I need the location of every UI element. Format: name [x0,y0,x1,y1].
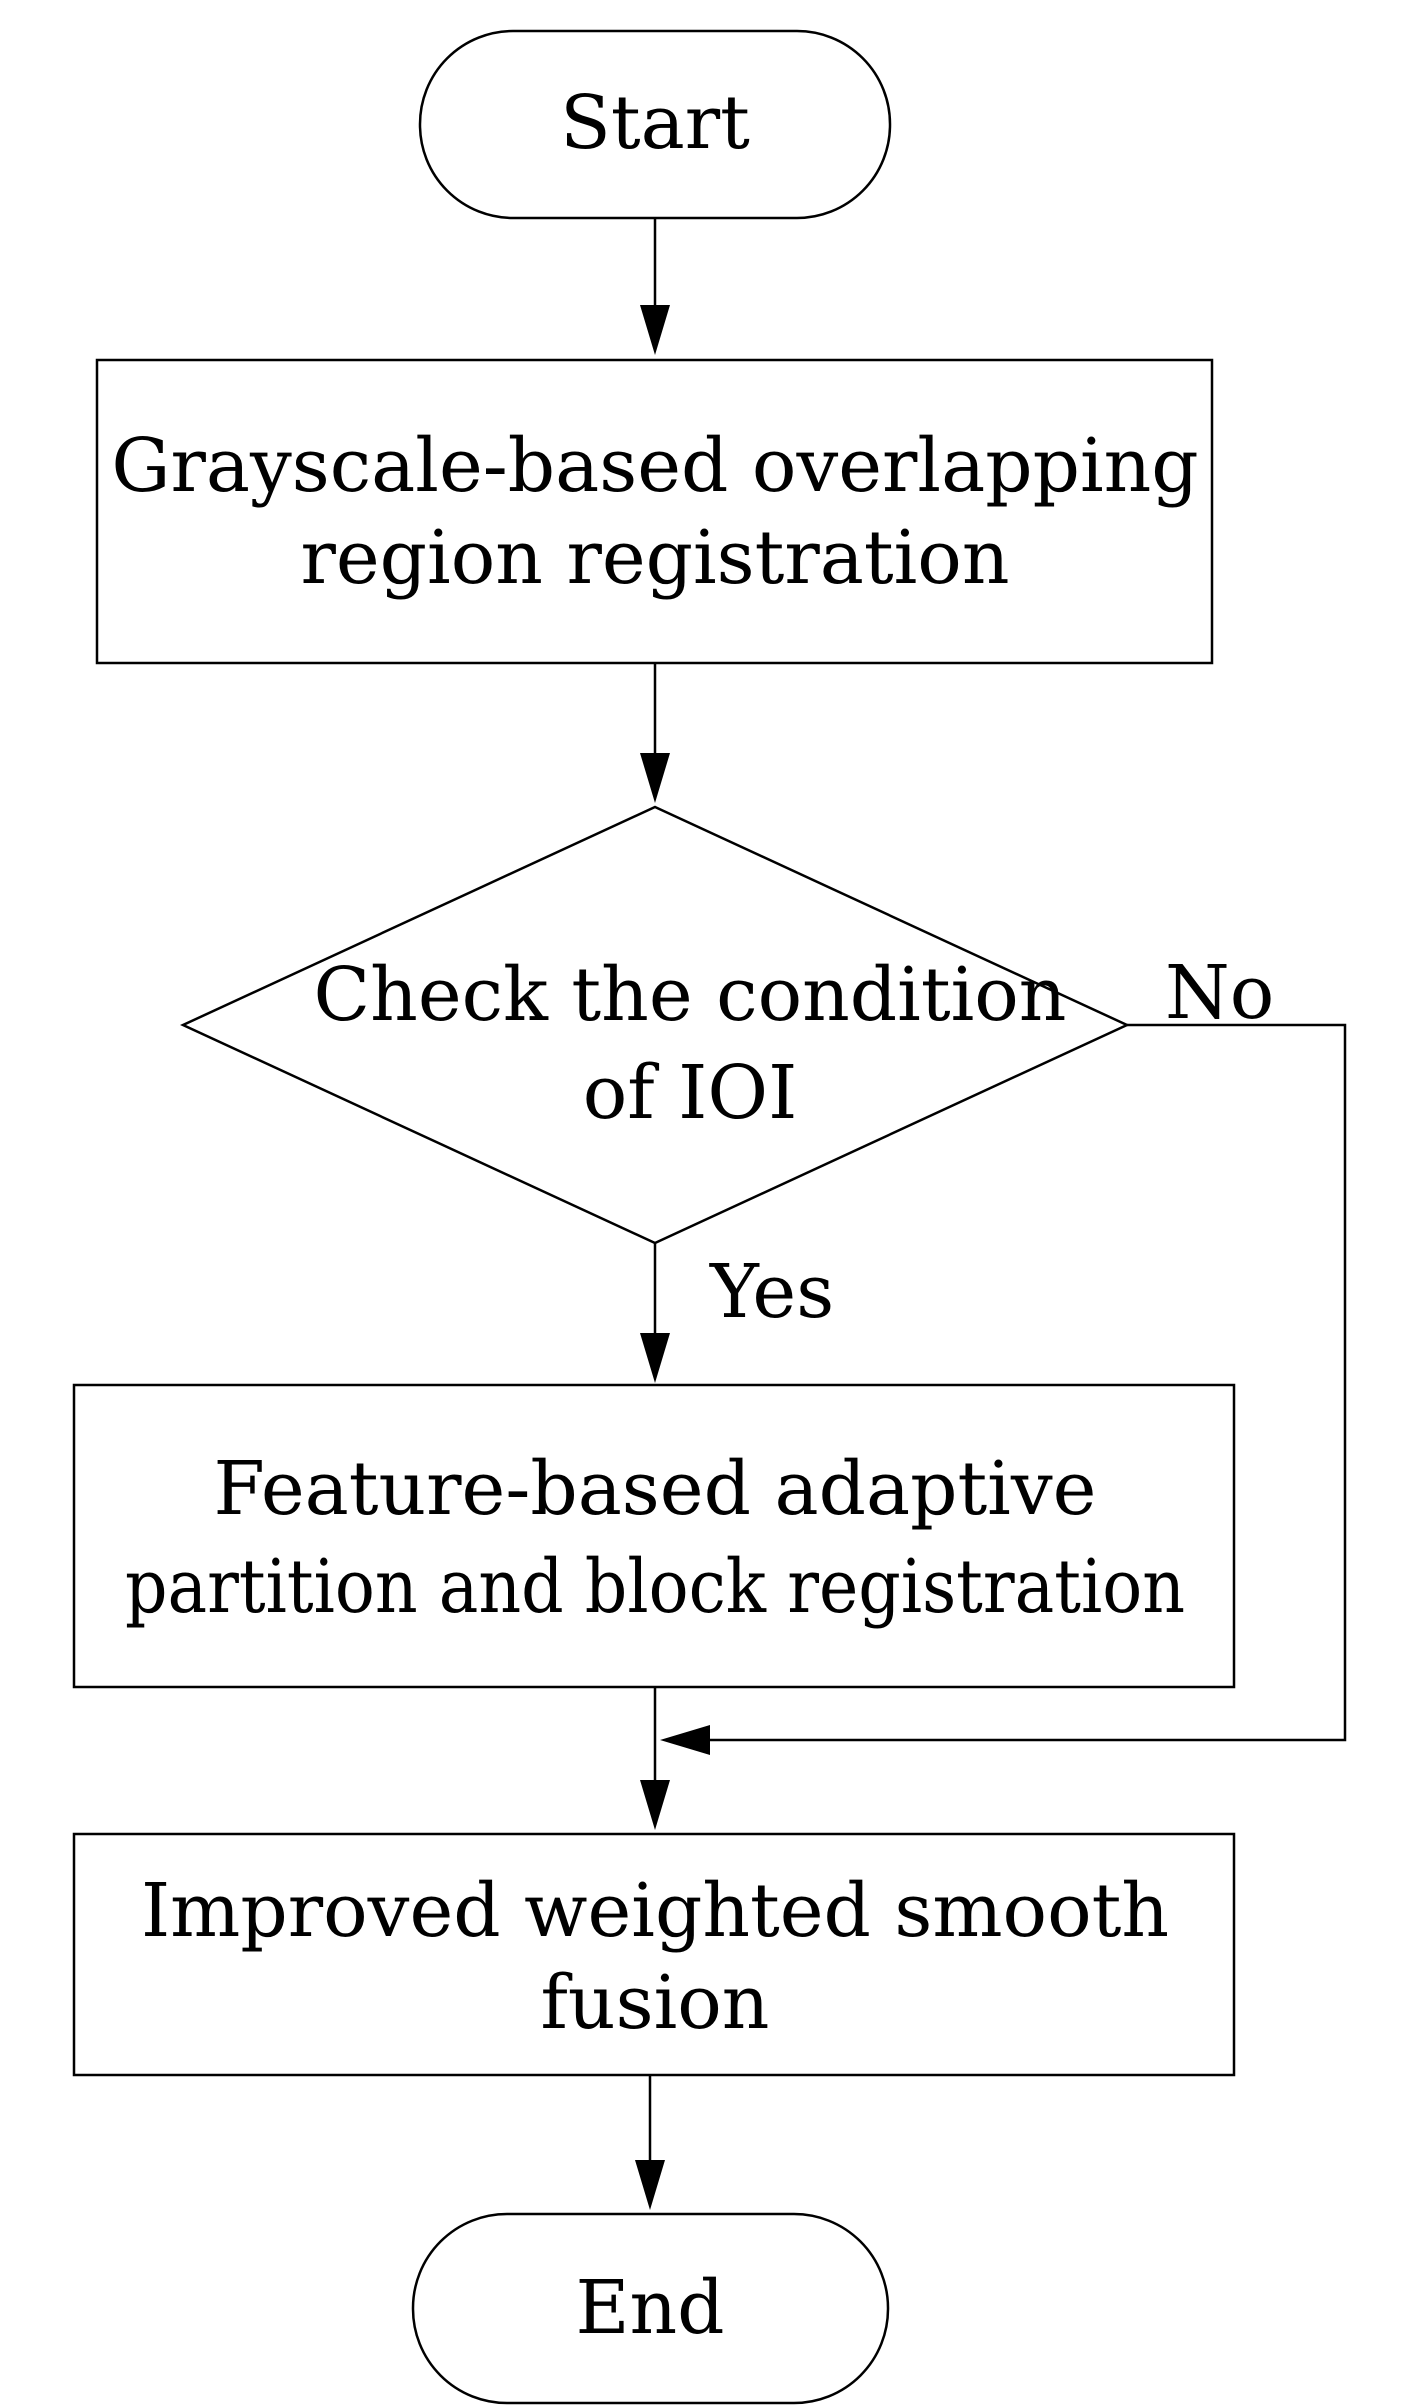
ioi-decision-line2: of IOI [583,1050,798,1136]
start-label: Start [560,80,750,166]
grayscale-registration-box [95,358,1214,665]
ioi-decision-line1: Check the condition [314,952,1067,1038]
arrow-fusion-to-end [635,2075,665,2210]
yes-branch: Yes [640,1243,834,1383]
weighted-fusion-line1: Improved weighted smooth [141,1868,1169,1954]
yes-label: Yes [709,1249,834,1335]
arrow-registration-to-decision [640,663,670,803]
arrowhead [635,2160,665,2210]
ioi-condition-decision: Check the condition of IOI [180,805,1130,1245]
grayscale-registration-step: Grayscale-based overlapping region regis… [95,358,1214,665]
grayscale-registration-line2: region registration [301,515,1010,601]
weighted-fusion-line2: fusion [541,1960,770,2046]
no-branch: No [660,950,1347,1755]
end-label: End [575,2265,724,2351]
feature-registration-box [72,1383,1236,1689]
grayscale-registration-line1: Grayscale-based overlapping [111,423,1198,509]
feature-registration-line1: Feature-based adaptive [214,1446,1097,1532]
arrowhead [640,305,670,355]
arrowhead [660,1725,710,1755]
weighted-fusion-step: Improved weighted smooth fusion [72,1832,1236,2077]
arrowhead [640,1780,670,1830]
arrowhead [640,753,670,803]
start-terminal: Start [418,29,892,220]
weighted-fusion-box [72,1832,1236,2077]
no-branch-line [710,1023,1347,1742]
arrowhead [640,1333,670,1383]
feature-registration-line2: partition and block registration [125,1544,1185,1630]
arrow-feature-to-fusion [640,1687,670,1830]
no-label: No [1165,950,1274,1036]
end-terminal: End [411,2212,890,2405]
arrow-start-to-registration [640,218,670,355]
end-terminal-shape [411,2212,890,2405]
feature-registration-step: Feature-based adaptive partition and blo… [72,1383,1236,1689]
